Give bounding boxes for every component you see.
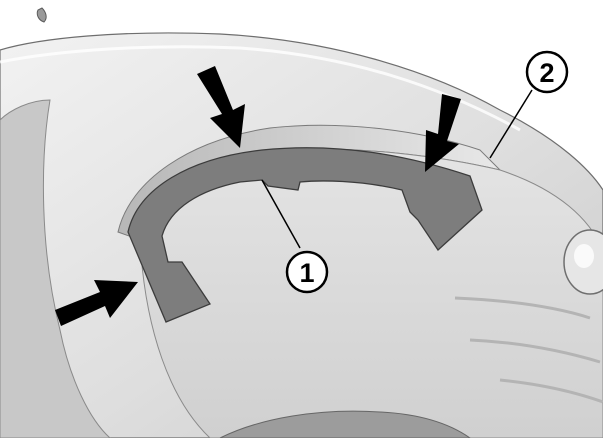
wheel-opening <box>219 410 471 438</box>
callout-label: 1 <box>299 258 314 288</box>
rib-line <box>499 378 603 404</box>
leader-line-2 <box>489 89 533 159</box>
callout-1: 1 <box>285 250 329 294</box>
inner-arch-strip <box>127 147 483 323</box>
rim-highlight <box>0 45 521 132</box>
clip-detail <box>36 7 47 23</box>
arrow-up-right-icon <box>55 280 138 326</box>
rib-line <box>469 338 601 364</box>
callout-circle <box>525 50 569 94</box>
fastener-highlight <box>574 244 594 268</box>
callout-2: 2 <box>525 50 569 94</box>
callout-circle <box>285 250 329 294</box>
left-flange <box>0 99 111 438</box>
leader-line-1 <box>261 179 301 249</box>
arrow-down-icon <box>197 66 245 148</box>
callout-label: 2 <box>539 58 554 88</box>
arrow-down-icon <box>425 94 461 172</box>
rib-line <box>454 296 591 320</box>
inner-arch-surface <box>139 148 603 438</box>
